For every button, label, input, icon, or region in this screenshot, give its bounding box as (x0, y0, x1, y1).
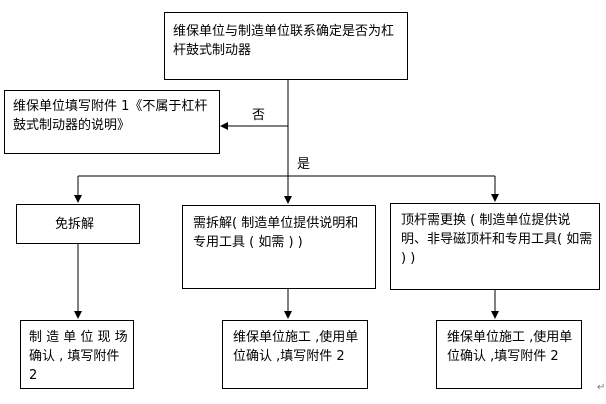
node-confirm-site-text: 制 造 单 位 现 场 确认 , 填写附件 2 (29, 330, 128, 383)
label-yes: 是 (297, 157, 311, 172)
node-left-text: 维保单位填写附件 1《不属于杠杆鼓式制动器的说明》 (13, 99, 208, 133)
node-maintenance-confirm-2: 维保单位施工 ,使用单位确认 ,填写附件 2 (436, 320, 582, 389)
node-confirm-unit-2-text: 维保单位施工 ,使用单位确认 ,填写附件 2 (447, 330, 573, 364)
node-maintenance-confirm-1: 维保单位施工 ,使用单位确认 ,填写附件 2 (222, 320, 368, 389)
node-pin-text: 顶杆需更换 ( 制造单位提供说明、非导磁顶杆和专用工具( 如需 ) ) (401, 213, 593, 266)
paragraph-mark: ↵ (597, 382, 606, 393)
node-top-text: 维保单位与制造单位联系确定是否为杠杆鼓式制动器 (173, 24, 395, 58)
node-manufacturer-confirm: 制 造 单 位 现 场 确认 , 填写附件 2 (20, 320, 134, 389)
node-pin-replacement: 顶杆需更换 ( 制造单位提供说明、非导磁顶杆和专用工具( 如需 ) ) (390, 203, 600, 290)
label-no: 否 (252, 108, 266, 123)
node-disassembly-required: 需拆解( 制造单位提供说明和专用工具 ( 如需 ) ) (182, 205, 376, 289)
node-confirm-unit-1-text: 维保单位施工 ,使用单位确认 ,填写附件 2 (233, 330, 359, 364)
node-top-contact: 维保单位与制造单位联系确定是否为杠杆鼓式制动器 (164, 12, 408, 80)
node-exempt: 免拆解 (16, 204, 140, 244)
node-fill-attachment-1: 维保单位填写附件 1《不属于杠杆鼓式制动器的说明》 (4, 90, 220, 154)
node-tools-text: 需拆解( 制造单位提供说明和专用工具 ( 如需 ) ) (193, 216, 359, 250)
node-exempt-text: 免拆解 (55, 217, 95, 232)
